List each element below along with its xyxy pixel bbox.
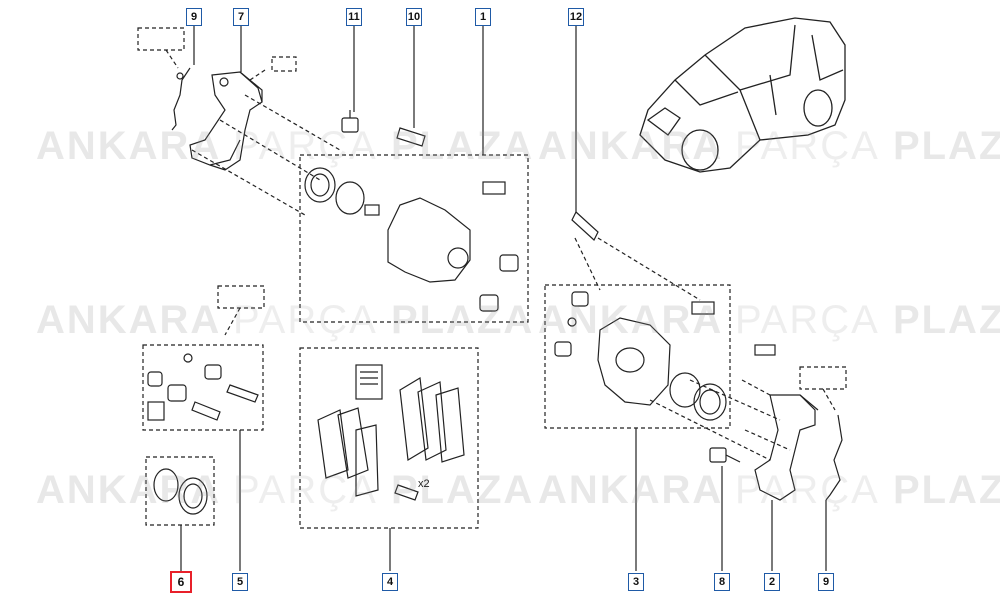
caliper-group-box-3 [544, 284, 731, 429]
seal-kit-6 [153, 468, 208, 515]
quantity-note: x2 [418, 478, 430, 490]
callout-9-bottom[interactable]: 9 [818, 573, 834, 591]
caliper-bracket-7 [189, 71, 263, 171]
caliper-assembly-1 [304, 167, 519, 312]
caliper-bracket-2 [754, 394, 819, 501]
caliper-group-box-1 [299, 154, 529, 323]
callout-1[interactable]: 1 [475, 8, 491, 26]
callout-5[interactable]: 5 [232, 573, 248, 591]
callout-6-selected[interactable]: 6 [170, 571, 192, 593]
bleed-screw-12 [571, 211, 599, 241]
bolt-11 [341, 110, 359, 133]
wear-sensor-9-top [171, 67, 191, 131]
bolt-8 [709, 447, 741, 463]
caliper-assembly-3 [554, 291, 776, 421]
leader-lines [180, 25, 827, 571]
group-boxes [137, 27, 847, 529]
callout-8[interactable]: 8 [714, 573, 730, 591]
wear-sensor-9-bottom [825, 414, 843, 501]
brake-pad-set-4 [317, 364, 465, 501]
seal-kit-box-6 [145, 456, 215, 526]
callout-3[interactable]: 3 [628, 573, 644, 591]
callout-10[interactable]: 10 [406, 8, 422, 26]
guide-pin-kit-box-5 [142, 344, 264, 431]
callout-4[interactable]: 4 [382, 573, 398, 591]
guide-pin-kit-5-parts [147, 353, 259, 421]
callout-7[interactable]: 7 [233, 8, 249, 26]
brake-pad-set-box-4 [299, 347, 479, 529]
callout-9-top[interactable]: 9 [186, 8, 202, 26]
callout-12[interactable]: 12 [568, 8, 584, 26]
guide-pin-10 [396, 127, 426, 147]
car-illustration [639, 17, 846, 173]
callout-11[interactable]: 11 [346, 8, 362, 26]
callout-2[interactable]: 2 [764, 573, 780, 591]
